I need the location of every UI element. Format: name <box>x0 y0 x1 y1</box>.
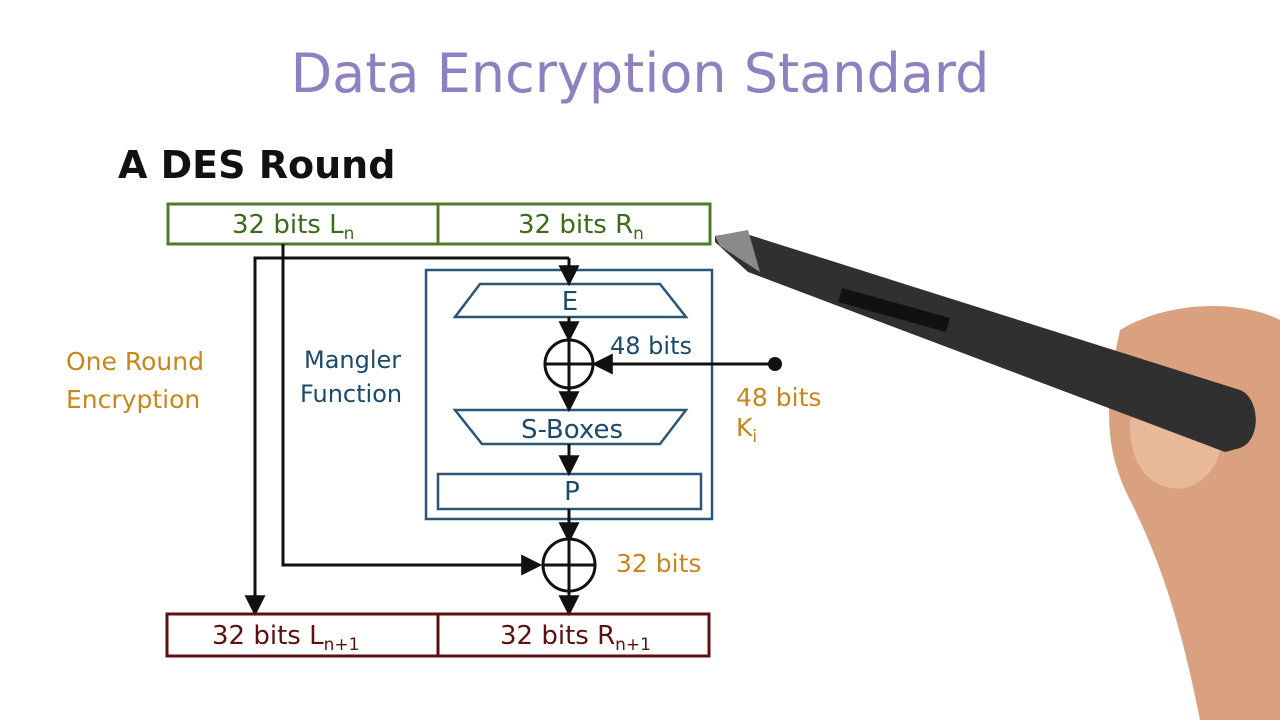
key-label: Ki <box>736 413 757 447</box>
top-left-sub: n <box>344 224 355 244</box>
top-left-main: 32 bits L <box>232 210 344 240</box>
arrow-rn-to-ln1 <box>244 256 569 617</box>
top-right-sub: n <box>633 224 644 244</box>
bottom-left-label: 32 bits Ln+1 <box>212 621 359 655</box>
bottom-row: 32 bits Ln+1 32 bits Rn+1 <box>165 612 711 658</box>
xor-48-label: 48 bits <box>610 332 692 360</box>
mangler-label-2: Function <box>300 380 402 408</box>
key-bits-label: 48 bits <box>736 383 821 412</box>
expansion-box <box>452 282 689 319</box>
arrow-ln-to-final-xor <box>281 244 543 576</box>
stylus-body <box>715 232 1256 452</box>
bottom-left-main: 32 bits L <box>212 621 324 651</box>
top-right-label: 32 bits Rn <box>518 210 644 244</box>
hand-with-stylus <box>715 230 1280 720</box>
top-row: 32 bits Ln 32 bits Rn <box>166 202 712 246</box>
bottom-left-sub: n+1 <box>324 635 360 655</box>
final-xor-bits-label: 32 bits <box>616 549 701 578</box>
round-label-1: One Round <box>66 347 204 376</box>
round-label-2: Encryption <box>66 385 200 414</box>
bottom-right-main: 32 bits R <box>500 621 615 651</box>
permutation-label: P <box>564 477 580 507</box>
section-title: A DES Round <box>118 143 395 187</box>
key-label-main: K <box>736 413 753 442</box>
top-right-main: 32 bits R <box>518 210 633 240</box>
expansion-label: E <box>562 287 578 317</box>
sboxes-box <box>452 408 689 446</box>
stylus-button <box>838 288 950 332</box>
stylus-tip <box>715 230 760 272</box>
page-title: Data Encryption Standard <box>291 42 990 105</box>
sboxes-label: S-Boxes <box>521 415 623 445</box>
bottom-right-label: 32 bits Rn+1 <box>500 621 651 655</box>
mangler-label-1: Mangler <box>304 346 401 374</box>
top-left-label: 32 bits Ln <box>232 210 354 244</box>
bottom-right-sub: n+1 <box>615 635 651 655</box>
key-label-sub: i <box>752 427 757 447</box>
